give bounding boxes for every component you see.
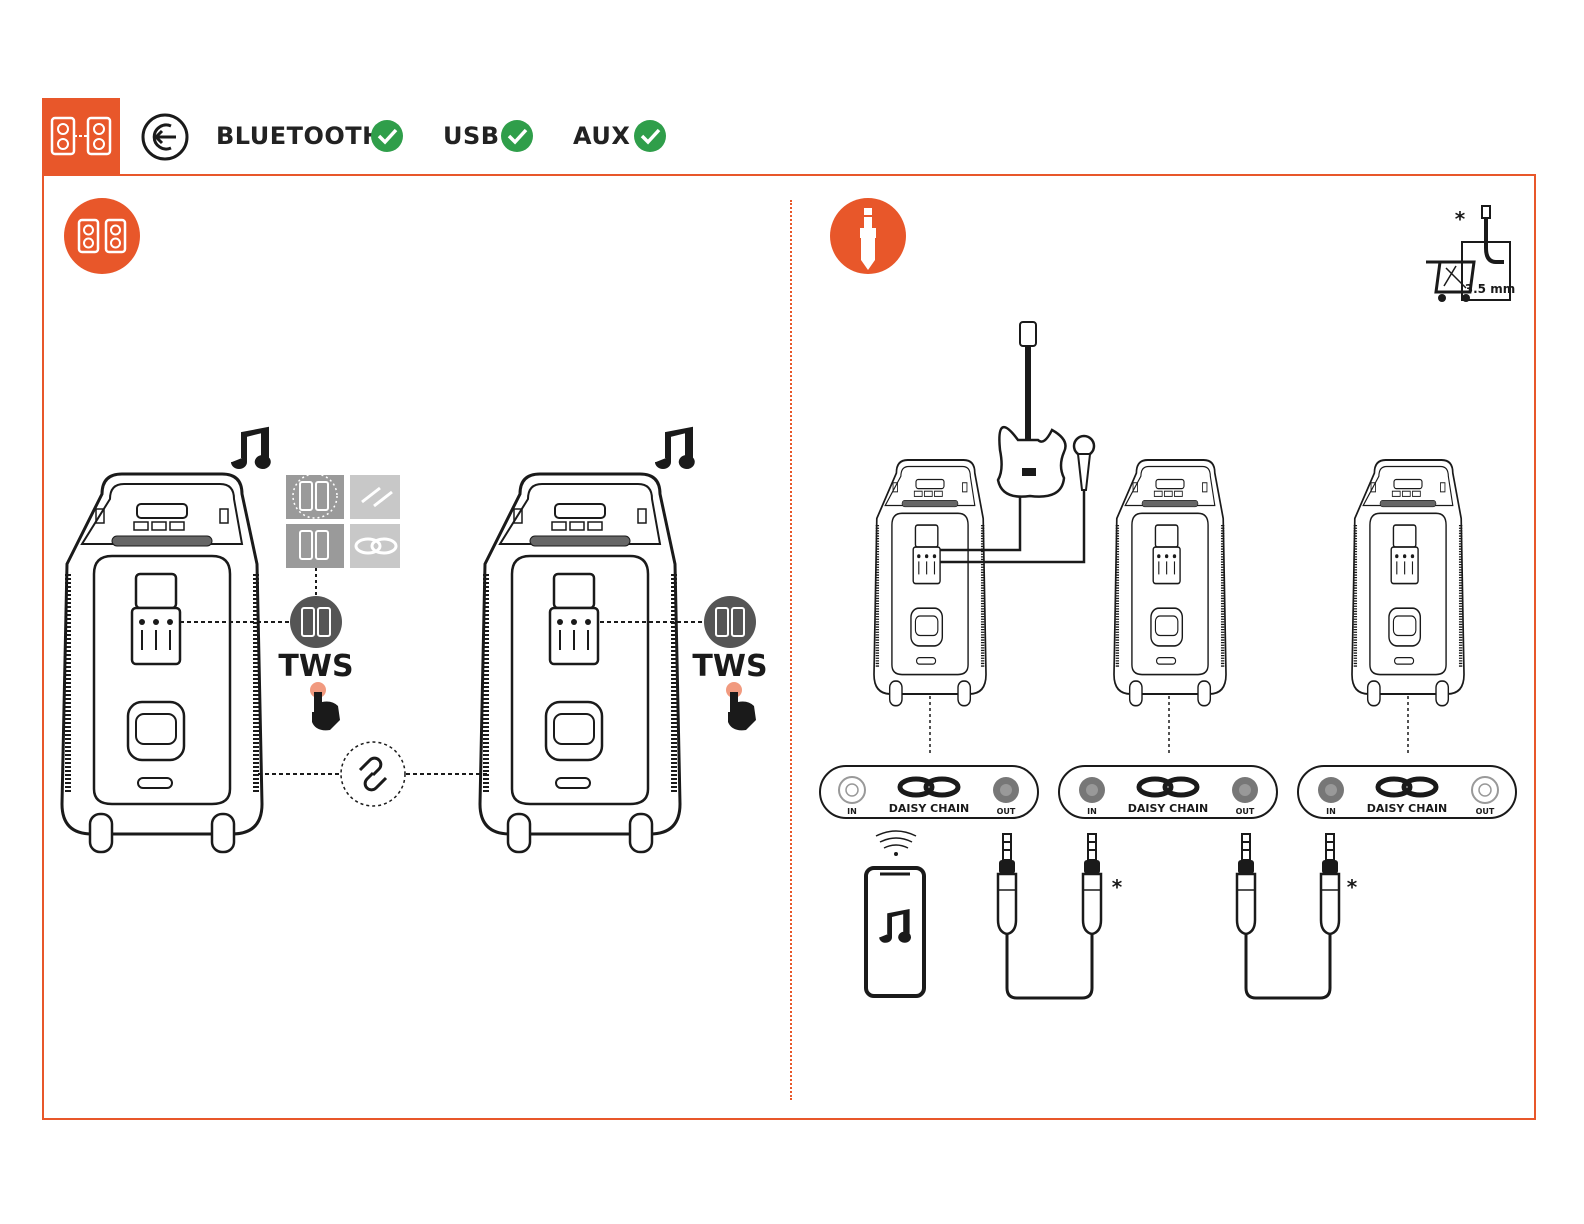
- speaker-c: [1352, 460, 1464, 706]
- speaker-a: [874, 460, 986, 706]
- speaker-b: [1114, 460, 1226, 706]
- accessory-cable-icon: [1426, 206, 1510, 302]
- microphone-icon: [1074, 436, 1094, 490]
- guitar-icon: [998, 322, 1066, 497]
- daisy-chain-panel-3: [1298, 766, 1516, 818]
- daisy-chain-panel-1: [820, 766, 1038, 818]
- phone-icon: [866, 868, 924, 996]
- aux-cable-1: [998, 834, 1101, 998]
- daisy-chain-panel-2: [1059, 766, 1277, 818]
- aux-cable-2: [1237, 834, 1339, 998]
- wireless-signal-icon: [876, 831, 916, 856]
